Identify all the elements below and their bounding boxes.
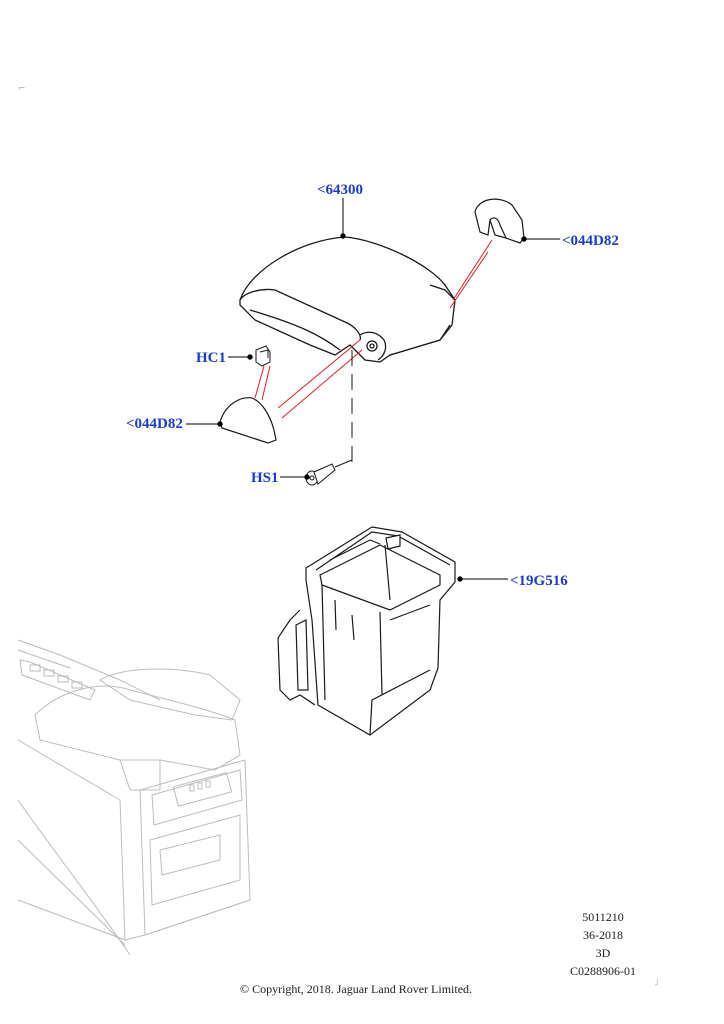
- callout-screw-hs1[interactable]: HS1: [251, 470, 279, 486]
- copyright-notice: © Copyright, 2018. Jaguar Land Rover Lim…: [239, 982, 473, 996]
- storage-bin-drawing: [277, 526, 456, 736]
- hinge-cover-right-drawing: [474, 198, 525, 244]
- corner-mark-bottom-right: ˩: [654, 978, 659, 988]
- armrest-lid-drawing: [239, 236, 456, 363]
- callout-storage-bin-19g516[interactable]: <19G516: [510, 573, 568, 589]
- screw-drawing: [305, 463, 336, 486]
- diagram-reference-block: 5011210 36-2018 3D C0288906-01: [570, 908, 636, 980]
- callout-clip-hc1[interactable]: HC1: [196, 350, 226, 366]
- reference-line-2: 36-2018: [583, 928, 623, 942]
- callout-armrest-64300[interactable]: <64300: [317, 182, 364, 198]
- clip-drawing: [255, 345, 271, 367]
- callout-hinge-cover-left-044d82[interactable]: <044D82: [126, 416, 183, 432]
- assembly-guide-lines: [254, 239, 493, 419]
- reference-line-3: 3D: [595, 946, 611, 960]
- screw-axis-dashed: [334, 350, 353, 468]
- callout-hinge-cover-right-044d82[interactable]: <044D82: [562, 233, 619, 249]
- reference-line-4: C0288906-01: [570, 964, 636, 978]
- corner-mark-top-left: ⌐: [18, 84, 26, 94]
- hinge-cover-left-drawing: [219, 397, 277, 444]
- console-context-illustration: [17, 639, 251, 956]
- reference-line-1: 5011210: [582, 910, 624, 924]
- callout-leaders: [186, 198, 560, 582]
